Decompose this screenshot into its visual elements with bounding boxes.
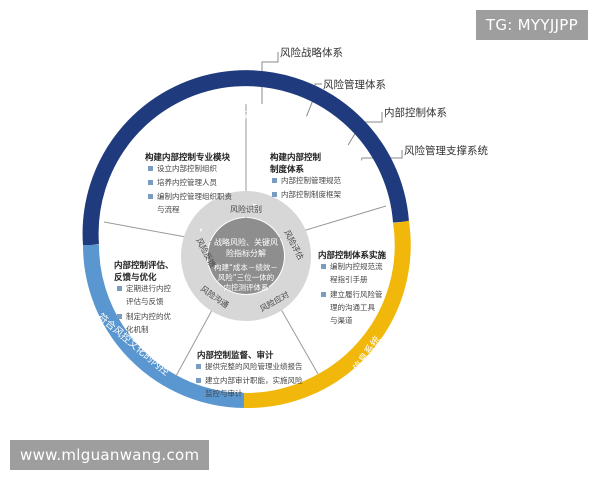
bullet xyxy=(196,364,201,369)
segment-item: 理的沟通工具 xyxy=(330,302,375,312)
system-label-strategy: 风险战略体系 xyxy=(280,46,343,59)
center-line-4: 风险”三位一体的 xyxy=(218,272,274,282)
bullet xyxy=(117,286,122,291)
segment-item: 培养内控管理人员 xyxy=(157,177,217,187)
bullet xyxy=(272,192,277,197)
segment-item: 化机制 xyxy=(126,324,149,334)
segment-item: 编制内控管理组织职责 xyxy=(157,191,232,201)
segment-item: 内部控制管理规范 xyxy=(281,175,341,185)
ring-segment-top xyxy=(82,70,409,246)
segment-title-implementation: 内部控制体系实施 xyxy=(318,250,387,261)
system-label-support: 风险管理支撑系统 xyxy=(404,144,488,157)
center-line-3: 构建“成本－绩效－ xyxy=(214,262,278,272)
segment-item: 监控与审计 xyxy=(205,388,243,398)
cycle-separators xyxy=(193,203,299,309)
segment-title-evaluation-2: 反馈与优化 xyxy=(114,272,157,283)
segment-item: 建立内部审计职能，实施风险 xyxy=(205,375,303,385)
ring-label-top: 统一的风险语言 xyxy=(208,109,285,123)
bullet xyxy=(272,178,277,183)
segment-item: 制定内控的优 xyxy=(126,311,171,321)
outer-ring xyxy=(82,70,411,409)
segment-item: 内部控制制度框架 xyxy=(281,189,341,199)
segment-item: 与流程 xyxy=(157,204,180,214)
segment-title-audit: 内部控制监督、审计 xyxy=(197,350,274,361)
cycle-label-identify: 风险识别 xyxy=(230,204,262,214)
segment-item: 提供完整的风险管理业绩报告 xyxy=(205,361,303,371)
segment-title-system-2: 制度体系 xyxy=(270,164,305,175)
ring-segment-right xyxy=(243,220,411,409)
segment-item: 设立内部控制组织 xyxy=(157,163,217,173)
bullet xyxy=(148,166,153,171)
system-label-internal-control: 内部控制体系 xyxy=(384,106,447,119)
segment-title-modules: 构建内部控制专业模块 xyxy=(145,152,231,163)
segment-item: 程指引手册 xyxy=(330,274,368,284)
watermark-top: TG: MYYJJPP xyxy=(475,10,588,40)
cycle-label-respond: 风险应对 xyxy=(258,289,291,314)
center-line-1: 战略风险、关键风 xyxy=(214,237,278,247)
segment-item: 与渠道 xyxy=(330,315,353,325)
bullet xyxy=(148,180,153,185)
bullet xyxy=(148,194,153,199)
segment-item: 定期进行内控 xyxy=(126,283,171,293)
watermark-bottom: www.mlguanwang.com xyxy=(10,440,210,470)
center-line-5: 内控测评体系 xyxy=(224,282,269,292)
segment-item: 编制内控规范流 xyxy=(330,261,383,271)
segment-item: 建立履行风险管 xyxy=(330,289,383,299)
ring-label-right: 信息系统 xyxy=(350,333,384,373)
center-circle xyxy=(208,218,284,294)
bullet xyxy=(321,264,326,269)
bullet xyxy=(117,314,122,319)
segment-title-system-1: 构建内部控制 xyxy=(270,152,322,163)
cycle-label-assess: 风险评估 xyxy=(282,228,306,261)
center-line-2: 险指标分解 xyxy=(226,248,266,258)
ring-segment-left xyxy=(83,244,245,408)
segment-item: 评估与反馈 xyxy=(126,296,164,306)
system-label-risk-mgmt: 风险管理体系 xyxy=(323,78,386,91)
segment-title-evaluation-1: 内部控制评估、 xyxy=(114,260,174,271)
bullet xyxy=(196,378,201,383)
bullet xyxy=(321,292,326,297)
